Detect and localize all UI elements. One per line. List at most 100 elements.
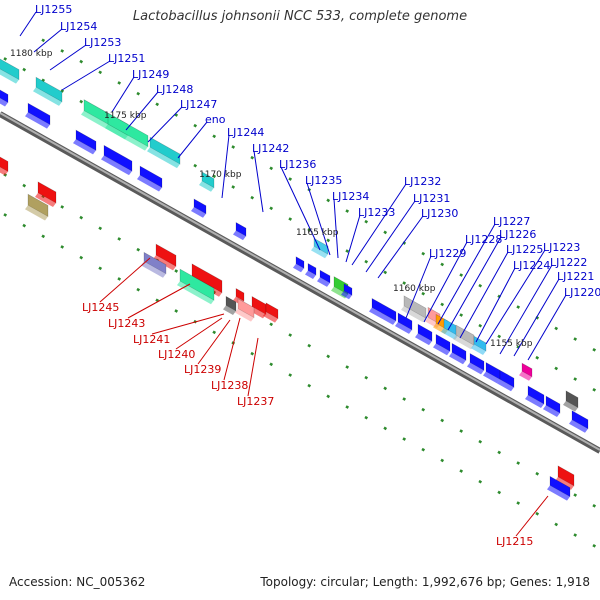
label-connector <box>61 60 111 91</box>
tick-mark <box>345 249 350 253</box>
gene-label-reverse[interactable]: LJ1237 <box>237 395 274 408</box>
tick-mark <box>592 347 597 352</box>
gene-label-forward[interactable]: LJ1249 <box>132 68 169 81</box>
gene-feature-shade <box>441 327 458 340</box>
tick-mark <box>383 426 388 431</box>
tick-mark <box>421 251 426 256</box>
gene-label-forward[interactable]: LJ1233 <box>358 206 395 219</box>
gene-label-forward[interactable]: LJ1232 <box>404 175 441 188</box>
tick-mark <box>592 503 597 508</box>
gene-feature-shade <box>453 335 474 350</box>
gene-feature-shade <box>543 405 560 418</box>
gene-feature-shade <box>33 87 62 106</box>
accession-text: Accession: NC_005362 <box>9 575 146 589</box>
gene-label-forward[interactable]: LJ1230 <box>421 207 458 220</box>
gene-label-forward[interactable]: LJ1228 <box>465 233 502 246</box>
gene-label-forward[interactable]: LJ1223 <box>543 241 580 254</box>
tick-mark <box>155 102 160 107</box>
gene-feature-shade <box>0 97 8 107</box>
tick-mark <box>364 219 369 224</box>
label-connector <box>377 215 424 279</box>
gene-label-forward[interactable]: LJ1220 <box>564 286 600 299</box>
gene-label-forward[interactable]: eno <box>205 113 226 126</box>
gene-feature-shade <box>25 112 50 129</box>
label-connector <box>405 255 432 319</box>
gene-feature-shade <box>317 277 330 287</box>
tick-mark <box>364 415 369 420</box>
gene-label-forward[interactable]: LJ1254 <box>60 20 97 33</box>
gene-feature-shade <box>223 305 236 316</box>
tick-mark <box>79 255 84 260</box>
tick-mark <box>459 429 464 433</box>
tick-mark <box>535 511 540 516</box>
tick-mark <box>326 238 331 243</box>
tick-mark <box>573 493 578 497</box>
tick-mark <box>3 213 8 217</box>
tick-mark <box>155 298 160 303</box>
tick-mark <box>41 234 46 239</box>
tick-mark <box>326 354 331 359</box>
gene-label-forward[interactable]: LJ1234 <box>332 190 369 203</box>
gene-label-reverse[interactable]: LJ1215 <box>496 535 533 548</box>
gene-label-forward[interactable]: LJ1231 <box>413 192 450 205</box>
gene-label-reverse[interactable]: LJ1239 <box>184 363 221 376</box>
gene-label-forward[interactable]: LJ1251 <box>108 52 145 65</box>
gene-label-forward[interactable]: LJ1229 <box>429 247 466 260</box>
tick-mark <box>136 287 141 292</box>
tick-mark <box>459 469 464 473</box>
label-connector <box>306 182 331 256</box>
tick-mark <box>402 281 407 285</box>
gene-label-forward[interactable]: LJ1248 <box>156 83 193 96</box>
gene-label-forward[interactable]: LJ1221 <box>557 270 594 283</box>
gene-feature-shade <box>395 322 412 334</box>
gene-label-forward[interactable]: LJ1225 <box>506 243 543 256</box>
gene-label-reverse[interactable]: LJ1243 <box>108 317 145 330</box>
gene-label-forward[interactable]: LJ1226 <box>499 228 536 241</box>
tick-mark <box>345 209 350 213</box>
label-connector <box>365 200 416 273</box>
tick-mark <box>326 198 331 203</box>
tick-mark <box>478 323 483 328</box>
gene-label-reverse[interactable]: LJ1240 <box>158 348 195 361</box>
gene-label-reverse[interactable]: LJ1245 <box>82 301 119 314</box>
gene-label-reverse[interactable]: LJ1241 <box>133 333 170 346</box>
gene-feature-shade <box>369 307 396 325</box>
tick-mark <box>288 177 293 181</box>
gene-label-forward[interactable]: LJ1222 <box>550 256 587 269</box>
tick-mark <box>421 291 426 296</box>
kbp-label: 1165 kbp <box>296 228 339 238</box>
gene-label-reverse[interactable]: LJ1238 <box>211 379 248 392</box>
tick-mark <box>250 155 255 160</box>
label-connector <box>221 134 230 199</box>
gene-label-forward[interactable]: LJ1242 <box>252 142 289 155</box>
gene-feature-shade <box>401 305 426 323</box>
tick-mark <box>459 273 464 277</box>
gene-label-forward[interactable]: LJ1255 <box>35 3 72 16</box>
gene-label-forward[interactable]: LJ1253 <box>84 36 121 49</box>
tick-mark <box>117 277 122 281</box>
tick-mark <box>478 479 483 484</box>
gene-label-forward[interactable]: LJ1244 <box>227 126 264 139</box>
tick-mark <box>535 355 540 360</box>
gene-label-forward[interactable]: LJ1224 <box>513 259 550 272</box>
tick-mark <box>326 394 331 399</box>
tick-mark <box>497 490 502 495</box>
label-connector <box>513 278 560 357</box>
gene-label-forward[interactable]: LJ1235 <box>305 174 342 187</box>
gene-label-forward[interactable]: LJ1227 <box>493 215 530 228</box>
label-connector <box>111 76 135 113</box>
tick-mark <box>478 283 483 288</box>
gene-label-forward[interactable]: LJ1247 <box>180 98 217 111</box>
tick-mark <box>554 366 559 371</box>
tick-mark <box>98 70 103 75</box>
label-connector <box>459 251 509 339</box>
tick-mark <box>79 99 84 104</box>
label-connector <box>175 317 223 350</box>
tick-mark <box>60 89 65 93</box>
tick-mark <box>440 262 445 267</box>
gene-label-forward[interactable]: LJ1236 <box>279 158 316 171</box>
tick-mark <box>402 437 407 441</box>
tick-mark <box>136 91 141 96</box>
tick-mark <box>60 49 65 53</box>
label-connector <box>447 236 502 331</box>
